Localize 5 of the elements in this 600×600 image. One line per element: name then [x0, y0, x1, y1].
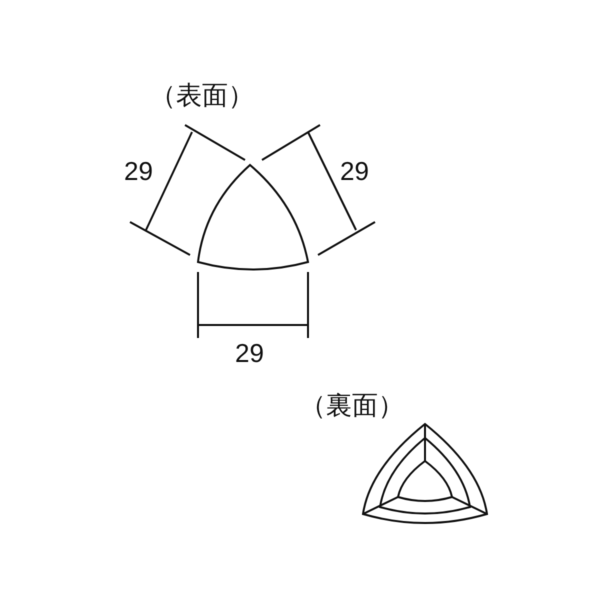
dimension-value: 29 [124, 158, 153, 184]
view-label: （表面） [150, 82, 254, 108]
dimension-value: 29 [340, 158, 369, 184]
dimension-value: 29 [235, 340, 264, 366]
view-label: （裏面） [300, 392, 404, 418]
